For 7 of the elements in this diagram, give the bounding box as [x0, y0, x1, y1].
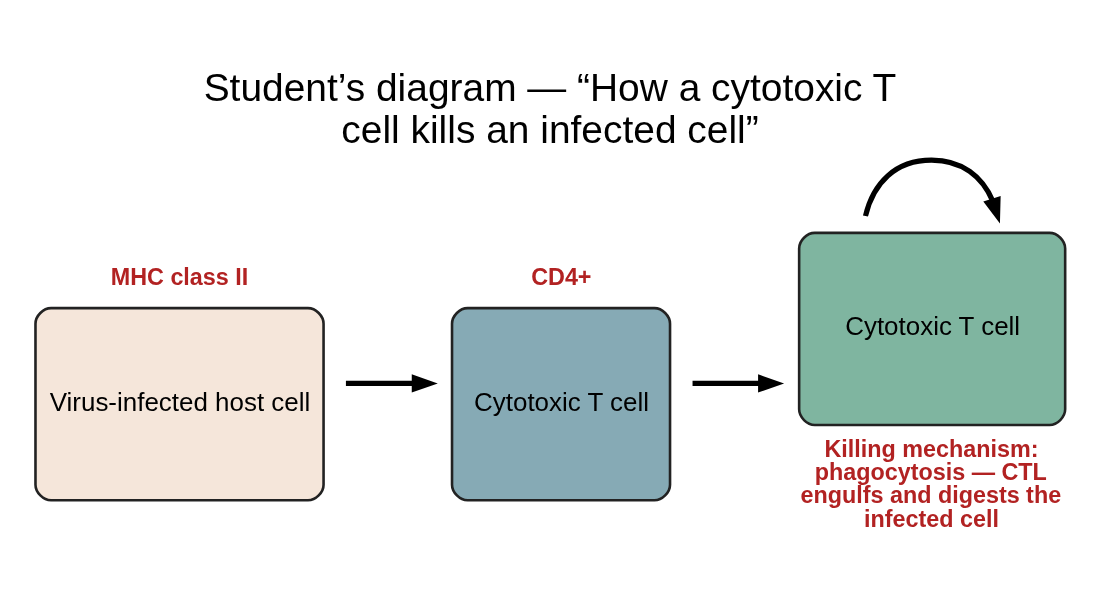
- node-label: MHC class II: [110, 263, 249, 290]
- node-label: CD4+: [531, 263, 592, 290]
- arrow: [863, 157, 1001, 223]
- arrow: [692, 373, 785, 392]
- arrow: [345, 373, 438, 392]
- node-label: Killing mechanism: phagocytosis — CTL engulfs and digests the infected cell: [800, 435, 1062, 532]
- diagram-title: Student’s diagram — “How a cytotoxic T cell kills an infected cell”: [203, 65, 897, 151]
